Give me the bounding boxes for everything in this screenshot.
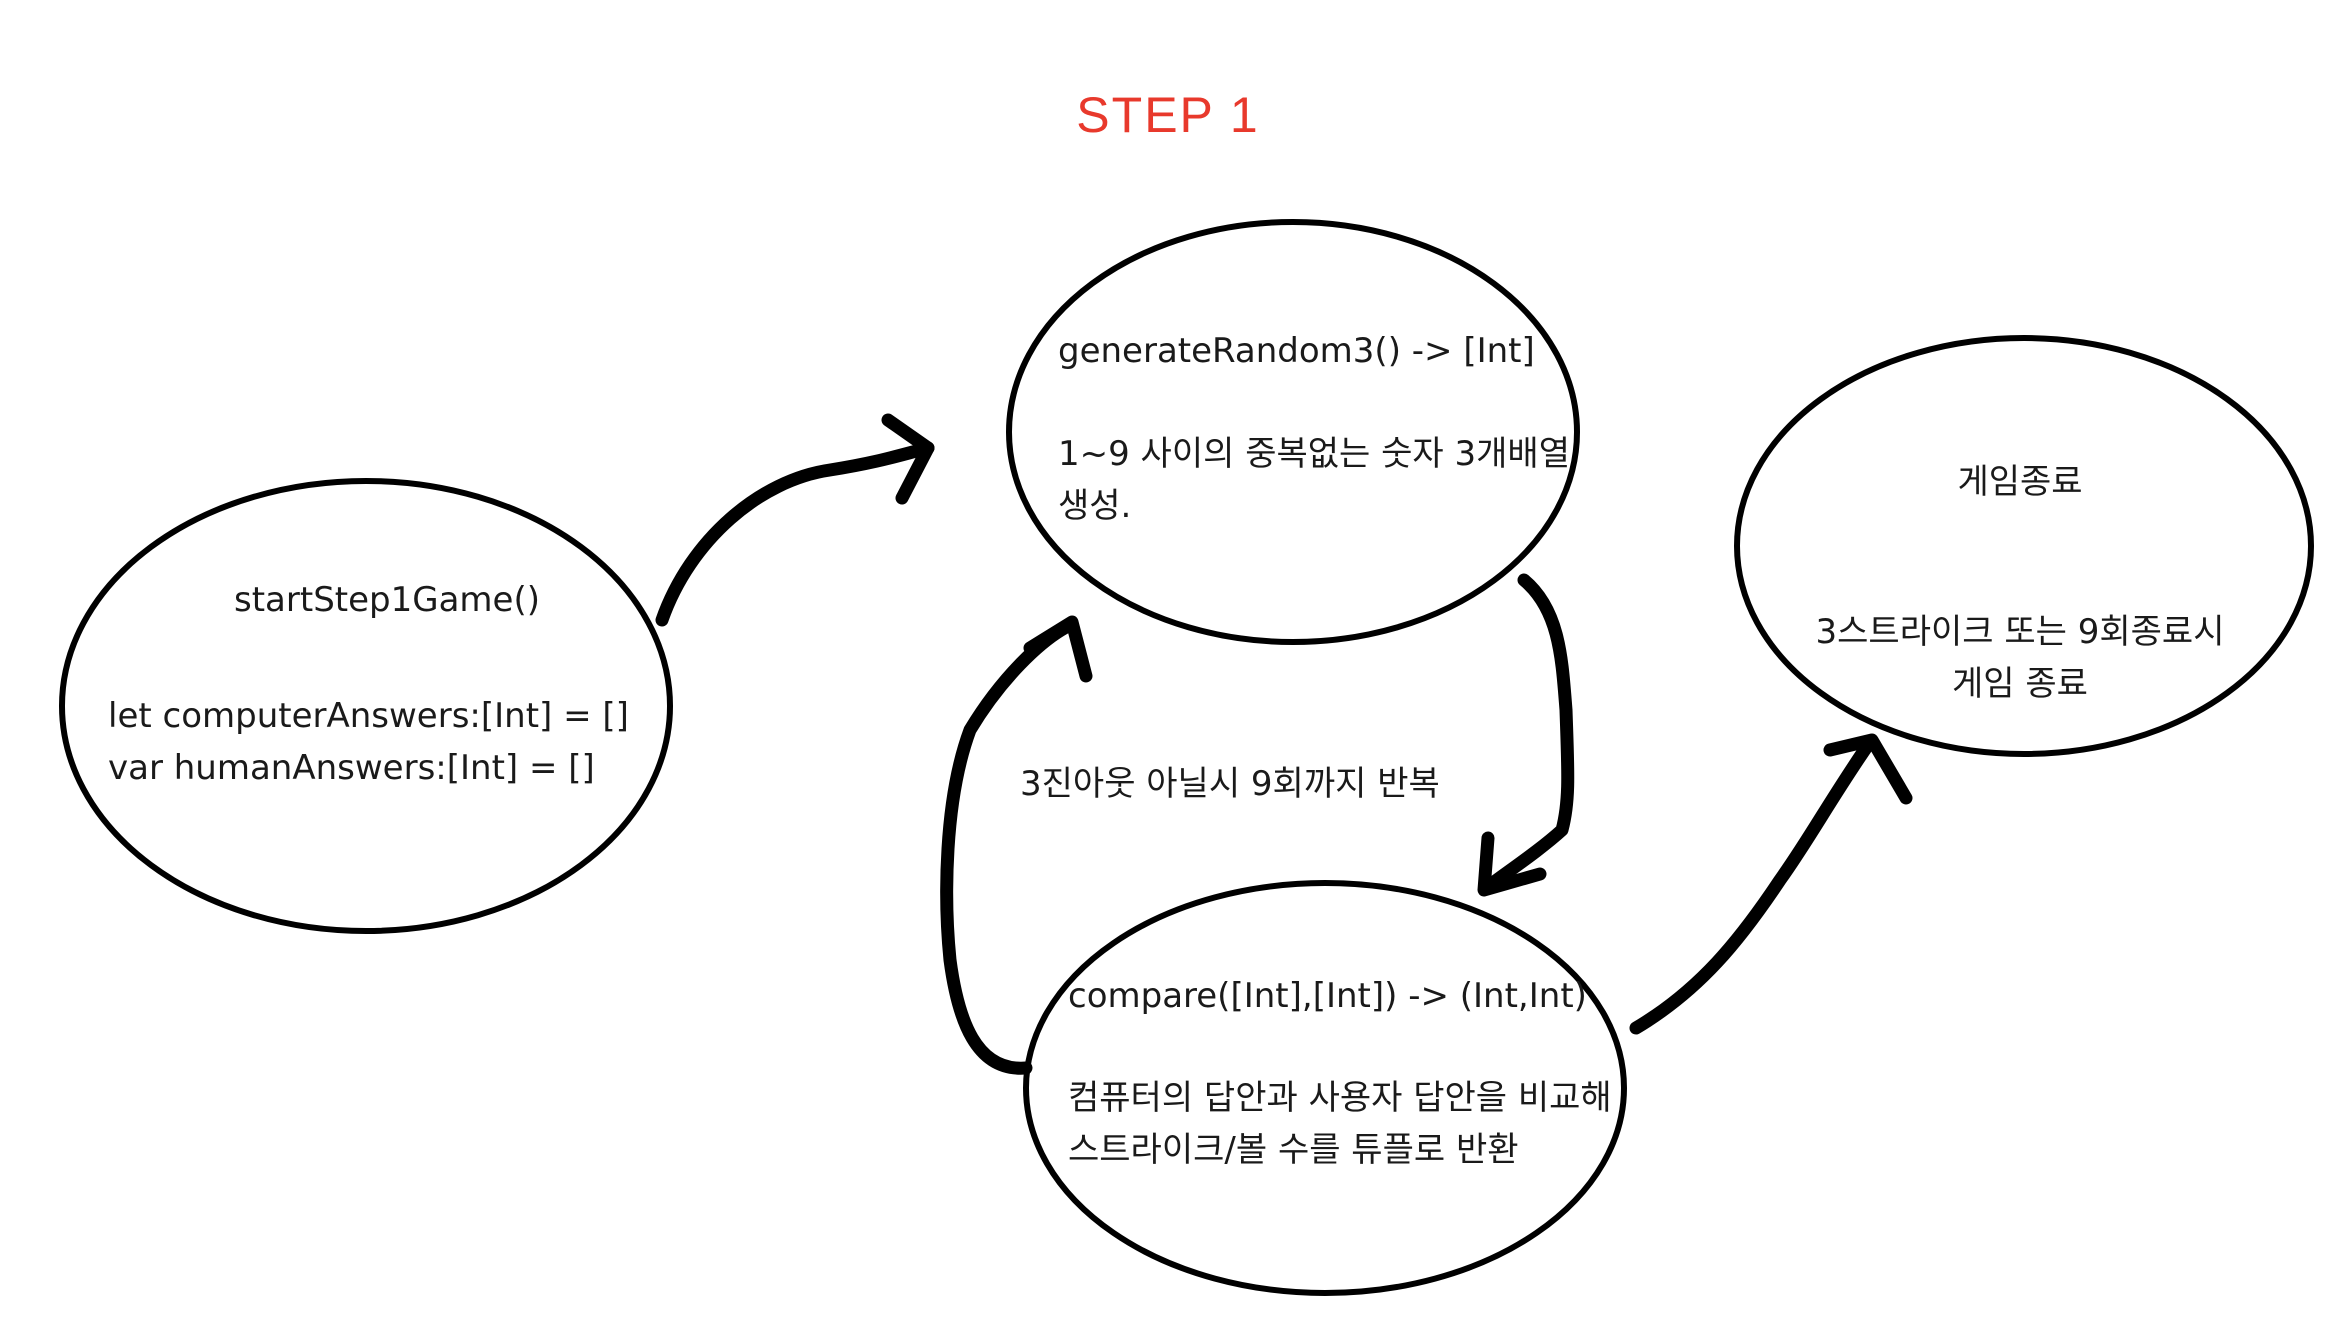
page-title: STEP 1 (1076, 87, 1260, 143)
arrow-generate-to-compare (1477, 573, 1575, 897)
arrow-start-to-generate (655, 413, 935, 627)
compare-node-shape (1023, 880, 1627, 1296)
end-node-heading: 게임종료 (1957, 462, 2083, 502)
start-node-heading: startStep1Game() (234, 580, 540, 620)
arrow-compare-to-end (1629, 733, 1913, 1035)
generate-node-line: 생성. (1058, 486, 1132, 526)
start-node-line: var humanAnswers:[Int] = [] (108, 748, 595, 788)
arrow-compare-to-generate (940, 615, 1093, 1075)
end-node-line: 3스트라이크 또는 9회종료시 (1815, 612, 2225, 652)
compare-node-heading: compare([Int],[Int]) -> (Int,Int) (1068, 976, 1587, 1016)
generate-node-line: 1~9 사이의 중복없는 숫자 3개배열 (1058, 434, 1570, 474)
generate-node-shape (1006, 219, 1580, 645)
start-node-line: let computerAnswers:[Int] = [] (108, 696, 629, 736)
loop-edge-label: 3진아웃 아닐시 9회까지 반복 (1020, 764, 1440, 804)
generate-node-heading: generateRandom3() -> [Int] (1058, 331, 1535, 371)
end-node-shape (1734, 335, 2314, 757)
start-node-shape (59, 478, 673, 934)
compare-node-line: 스트라이크/볼 수를 튜플로 반환 (1068, 1130, 1519, 1170)
compare-node-line: 컴퓨터의 답안과 사용자 답안을 비교해 (1068, 1078, 1612, 1118)
end-node-line: 게임 종료 (1952, 664, 2088, 704)
